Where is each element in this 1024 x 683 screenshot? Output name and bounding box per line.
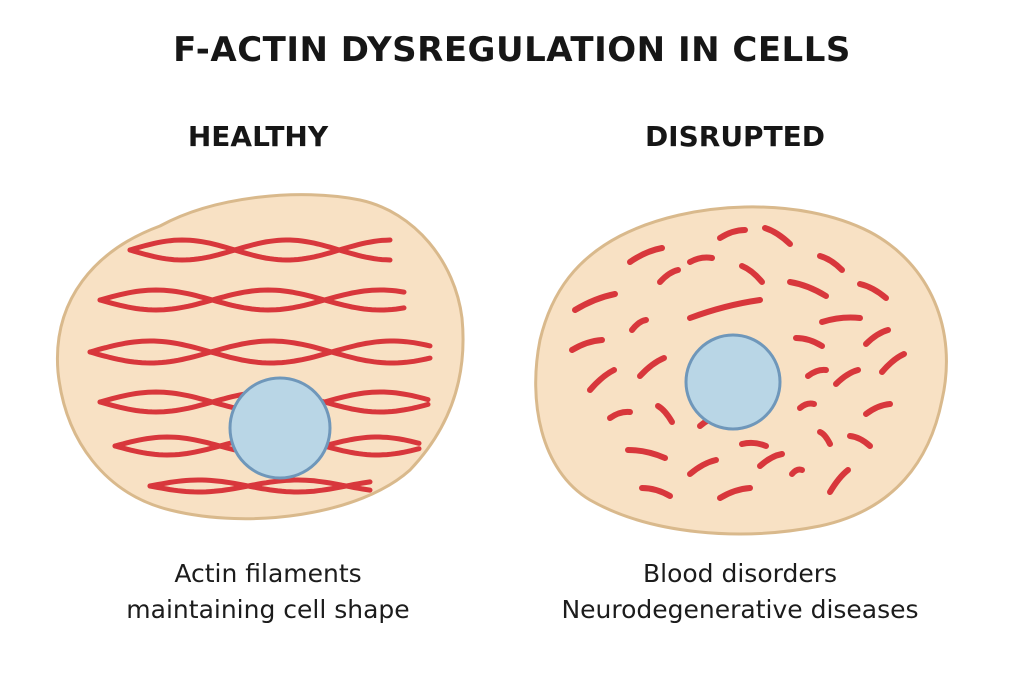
actin-filament-strand <box>87 338 433 366</box>
actin-fragment <box>817 429 833 447</box>
actin-filament-strand <box>127 237 393 263</box>
actin-fragment <box>657 267 681 285</box>
page-title: F-ACTIN DYSREGULATION IN CELLS <box>173 30 851 70</box>
actin-fragment <box>587 367 617 393</box>
disrupted-nucleus <box>684 333 782 431</box>
actin-fragment <box>757 451 785 469</box>
actin-fragment <box>687 254 715 265</box>
disrupted-heading: DISRUPTED <box>644 120 826 153</box>
actin-fragment <box>789 466 805 477</box>
disrupted-caption: Blood disorders Neurodegenerative diseas… <box>510 556 970 628</box>
actin-fragment <box>863 327 891 347</box>
actin-fragment <box>762 225 793 247</box>
actin-filament-strand <box>87 338 433 366</box>
actin-filament-strand <box>147 477 373 495</box>
actin-fragment <box>637 355 667 379</box>
actin-fragment <box>739 263 765 285</box>
actin-fragment <box>739 439 769 449</box>
actin-fragment <box>817 253 845 273</box>
actin-fragment <box>879 351 907 375</box>
actin-fragment <box>797 400 817 411</box>
actin-fragment <box>687 457 719 477</box>
healthy-caption-line-2: maintaining cell shape <box>126 595 410 624</box>
actin-fragment <box>655 403 675 425</box>
actin-fragment <box>793 335 825 349</box>
actin-fragment <box>625 447 668 461</box>
disrupted-caption-line-2: Neurodegenerative diseases <box>561 595 919 624</box>
actin-fragment <box>639 485 673 499</box>
actin-fragment <box>687 297 763 321</box>
actin-fragment <box>857 281 889 301</box>
actin-fragment <box>819 314 863 325</box>
actin-fragment <box>627 245 665 265</box>
actin-fragment <box>717 485 753 501</box>
healthy-nucleus <box>228 376 332 480</box>
actin-fragment <box>569 337 605 353</box>
actin-fragment <box>629 317 649 333</box>
healthy-heading: HEALTHY <box>187 120 329 153</box>
actin-fragment <box>827 467 851 495</box>
actin-fragment <box>572 291 618 313</box>
actin-filament-strand <box>97 287 407 313</box>
actin-fragment <box>717 227 748 241</box>
actin-filament-strand <box>127 237 393 263</box>
disrupted-caption-line-1: Blood disorders <box>642 559 838 588</box>
disrupted-cell <box>534 205 948 536</box>
actin-fragment <box>847 433 873 449</box>
actin-fragment <box>805 366 829 379</box>
actin-fragment <box>607 408 633 421</box>
actin-fragment <box>833 367 861 387</box>
healthy-cell <box>55 193 465 521</box>
actin-filament-strand <box>97 287 407 313</box>
disrupted-actin-fragments <box>569 225 907 501</box>
healthy-caption: Actin filaments maintaining cell shape <box>38 556 498 628</box>
actin-fragment <box>787 279 829 299</box>
healthy-caption-line-1: Actin filaments <box>174 559 362 588</box>
actin-fragment <box>863 401 893 417</box>
actin-filament-strand <box>147 477 373 495</box>
